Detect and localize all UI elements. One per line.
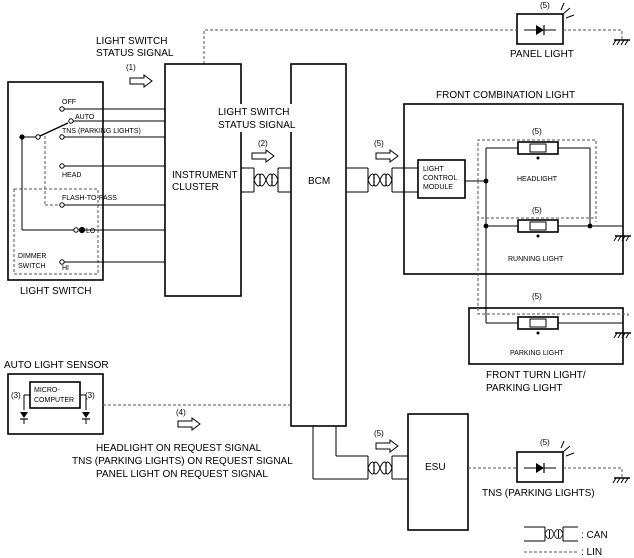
panel-light-box — [516, 13, 564, 45]
switch-auto-label: AUTO — [75, 114, 95, 121]
running-light-glow-icon — [536, 234, 540, 238]
tns-parking-lights-label: TNS (PARKING LIGHTS) — [482, 488, 595, 499]
status-signal-top-label-1: LIGHT SWITCH — [96, 36, 167, 47]
legend-lin-label: : LIN — [581, 547, 602, 558]
panel-light-led-icon — [524, 24, 556, 36]
marker-5-running: (5) — [532, 206, 542, 215]
marker-5-parking: (5) — [532, 292, 542, 301]
marker-5-panel: (5) — [540, 1, 550, 10]
signal-arrow-4-icon — [177, 417, 201, 431]
tns-led-icon — [524, 462, 556, 474]
switch-contacts — [19, 106, 165, 265]
marker-3-left: (3) — [11, 391, 21, 400]
dimmer-switch-label-2: SWITCH — [18, 263, 46, 270]
front-combination-label: FRONT COMBINATION LIGHT — [436, 90, 575, 101]
esu-box — [407, 413, 469, 531]
signal-arrow-2-icon — [251, 149, 275, 163]
marker-5-esu: (5) — [374, 429, 384, 438]
headlight-glow-icon — [536, 156, 540, 160]
light-control-module-box — [417, 159, 466, 199]
parking-light-bulb-icon — [529, 318, 547, 328]
signal-arrow-5-icon — [375, 149, 399, 163]
status-signal-top-label-2: STATUS SIGNAL — [96, 48, 174, 59]
headlight-bulb-icon — [529, 143, 547, 153]
light-control-label-2: CONTROL — [423, 175, 457, 182]
panel-light-glow-icon — [560, 2, 575, 19]
parking-light-glow-icon — [536, 331, 540, 335]
instrument-cluster-label-1: INSTRUMENT — [172, 170, 238, 181]
tns-glow-icon — [560, 440, 575, 457]
marker-5-headlight: (5) — [532, 127, 542, 136]
photodiode-right-icon — [82, 412, 90, 424]
instrument-cluster-label-2: CLUSTER — [172, 182, 219, 193]
panel-light-label: PANEL LIGHT — [510, 49, 574, 60]
esu-label: ESU — [425, 462, 446, 473]
light-control-label-3: MODULE — [423, 184, 453, 191]
bcm-label: BCM — [308, 176, 330, 187]
marker-3-right: (3) — [85, 391, 95, 400]
micro-computer-label-2: COMPUTER — [34, 397, 74, 404]
switch-head-label: HEAD — [62, 172, 81, 179]
light-control-label-1: LIGHT — [423, 166, 444, 173]
micro-computer-box — [29, 381, 81, 409]
signal-arrow-5b-icon — [375, 439, 399, 453]
marker-5-bcm: (5) — [374, 139, 384, 148]
lin-panel-light-line — [203, 29, 517, 64]
front-turn-light-label-1: FRONT TURN LIGHT/ — [486, 370, 586, 381]
micro-computer-label-1: MICRO- — [34, 387, 60, 394]
lin-panel-ground-line — [563, 29, 623, 40]
can-cluster-bcm — [241, 167, 291, 193]
marker-2: (2) — [258, 139, 268, 148]
can-bcm-lcm — [346, 167, 418, 193]
lin-tns-ground-line — [563, 467, 623, 478]
signal-arrow-1-icon — [129, 74, 153, 88]
status-signal-mid-bg — [214, 104, 308, 132]
light-switch-label: LIGHT SWITCH — [20, 286, 91, 297]
switch-flash-label: FLASH-TO-PASS — [62, 195, 117, 202]
request-signal-label-3: PANEL LIGHT ON REQUEST SIGNAL — [96, 469, 268, 480]
running-light-bulb-icon — [529, 221, 547, 231]
request-signal-label-1: HEADLIGHT ON REQUEST SIGNAL — [96, 443, 262, 454]
sensor-wiring — [23, 394, 87, 410]
legend-can-label: : CAN — [581, 530, 608, 541]
parking-light-label: PARKING LIGHT — [510, 350, 564, 357]
ground-icon — [612, 39, 631, 46]
headlight-label: HEADLIGHT — [517, 176, 558, 183]
marker-5-tns: (5) — [540, 438, 550, 447]
dimmer-switch-label-1: DIMMER — [18, 253, 46, 260]
switch-hi-label: HI — [62, 265, 69, 272]
instrument-cluster-box — [164, 63, 242, 297]
legend-can-symbol — [524, 526, 578, 542]
marker-4: (4) — [176, 408, 186, 417]
photodiode-left-icon — [20, 412, 28, 424]
switch-off-label: OFF — [62, 99, 76, 106]
switch-lo-label: LO — [86, 228, 96, 235]
request-signal-label-2: TNS (PARKING LIGHTS) ON REQUEST SIGNAL — [72, 456, 293, 467]
marker-1: (1) — [126, 63, 136, 72]
ground-icon — [612, 477, 631, 484]
dimmer-switch-dashed-box — [13, 188, 99, 275]
status-signal-mid-label-2: STATUS SIGNAL — [218, 120, 296, 131]
light-switch-box — [7, 81, 104, 281]
front-turn-light-label-2: PARKING LIGHT — [486, 383, 563, 394]
parking-light-wiring — [477, 218, 629, 324]
auto-light-sensor-label: AUTO LIGHT SENSOR — [4, 360, 109, 371]
can-bcm-esu — [312, 426, 408, 480]
running-light-label: RUNNING LIGHT — [508, 256, 564, 263]
switch-tns-label: TNS (PARKING LIGHTS) — [62, 128, 141, 135]
status-signal-mid-label-1: LIGHT SWITCH — [218, 107, 289, 118]
